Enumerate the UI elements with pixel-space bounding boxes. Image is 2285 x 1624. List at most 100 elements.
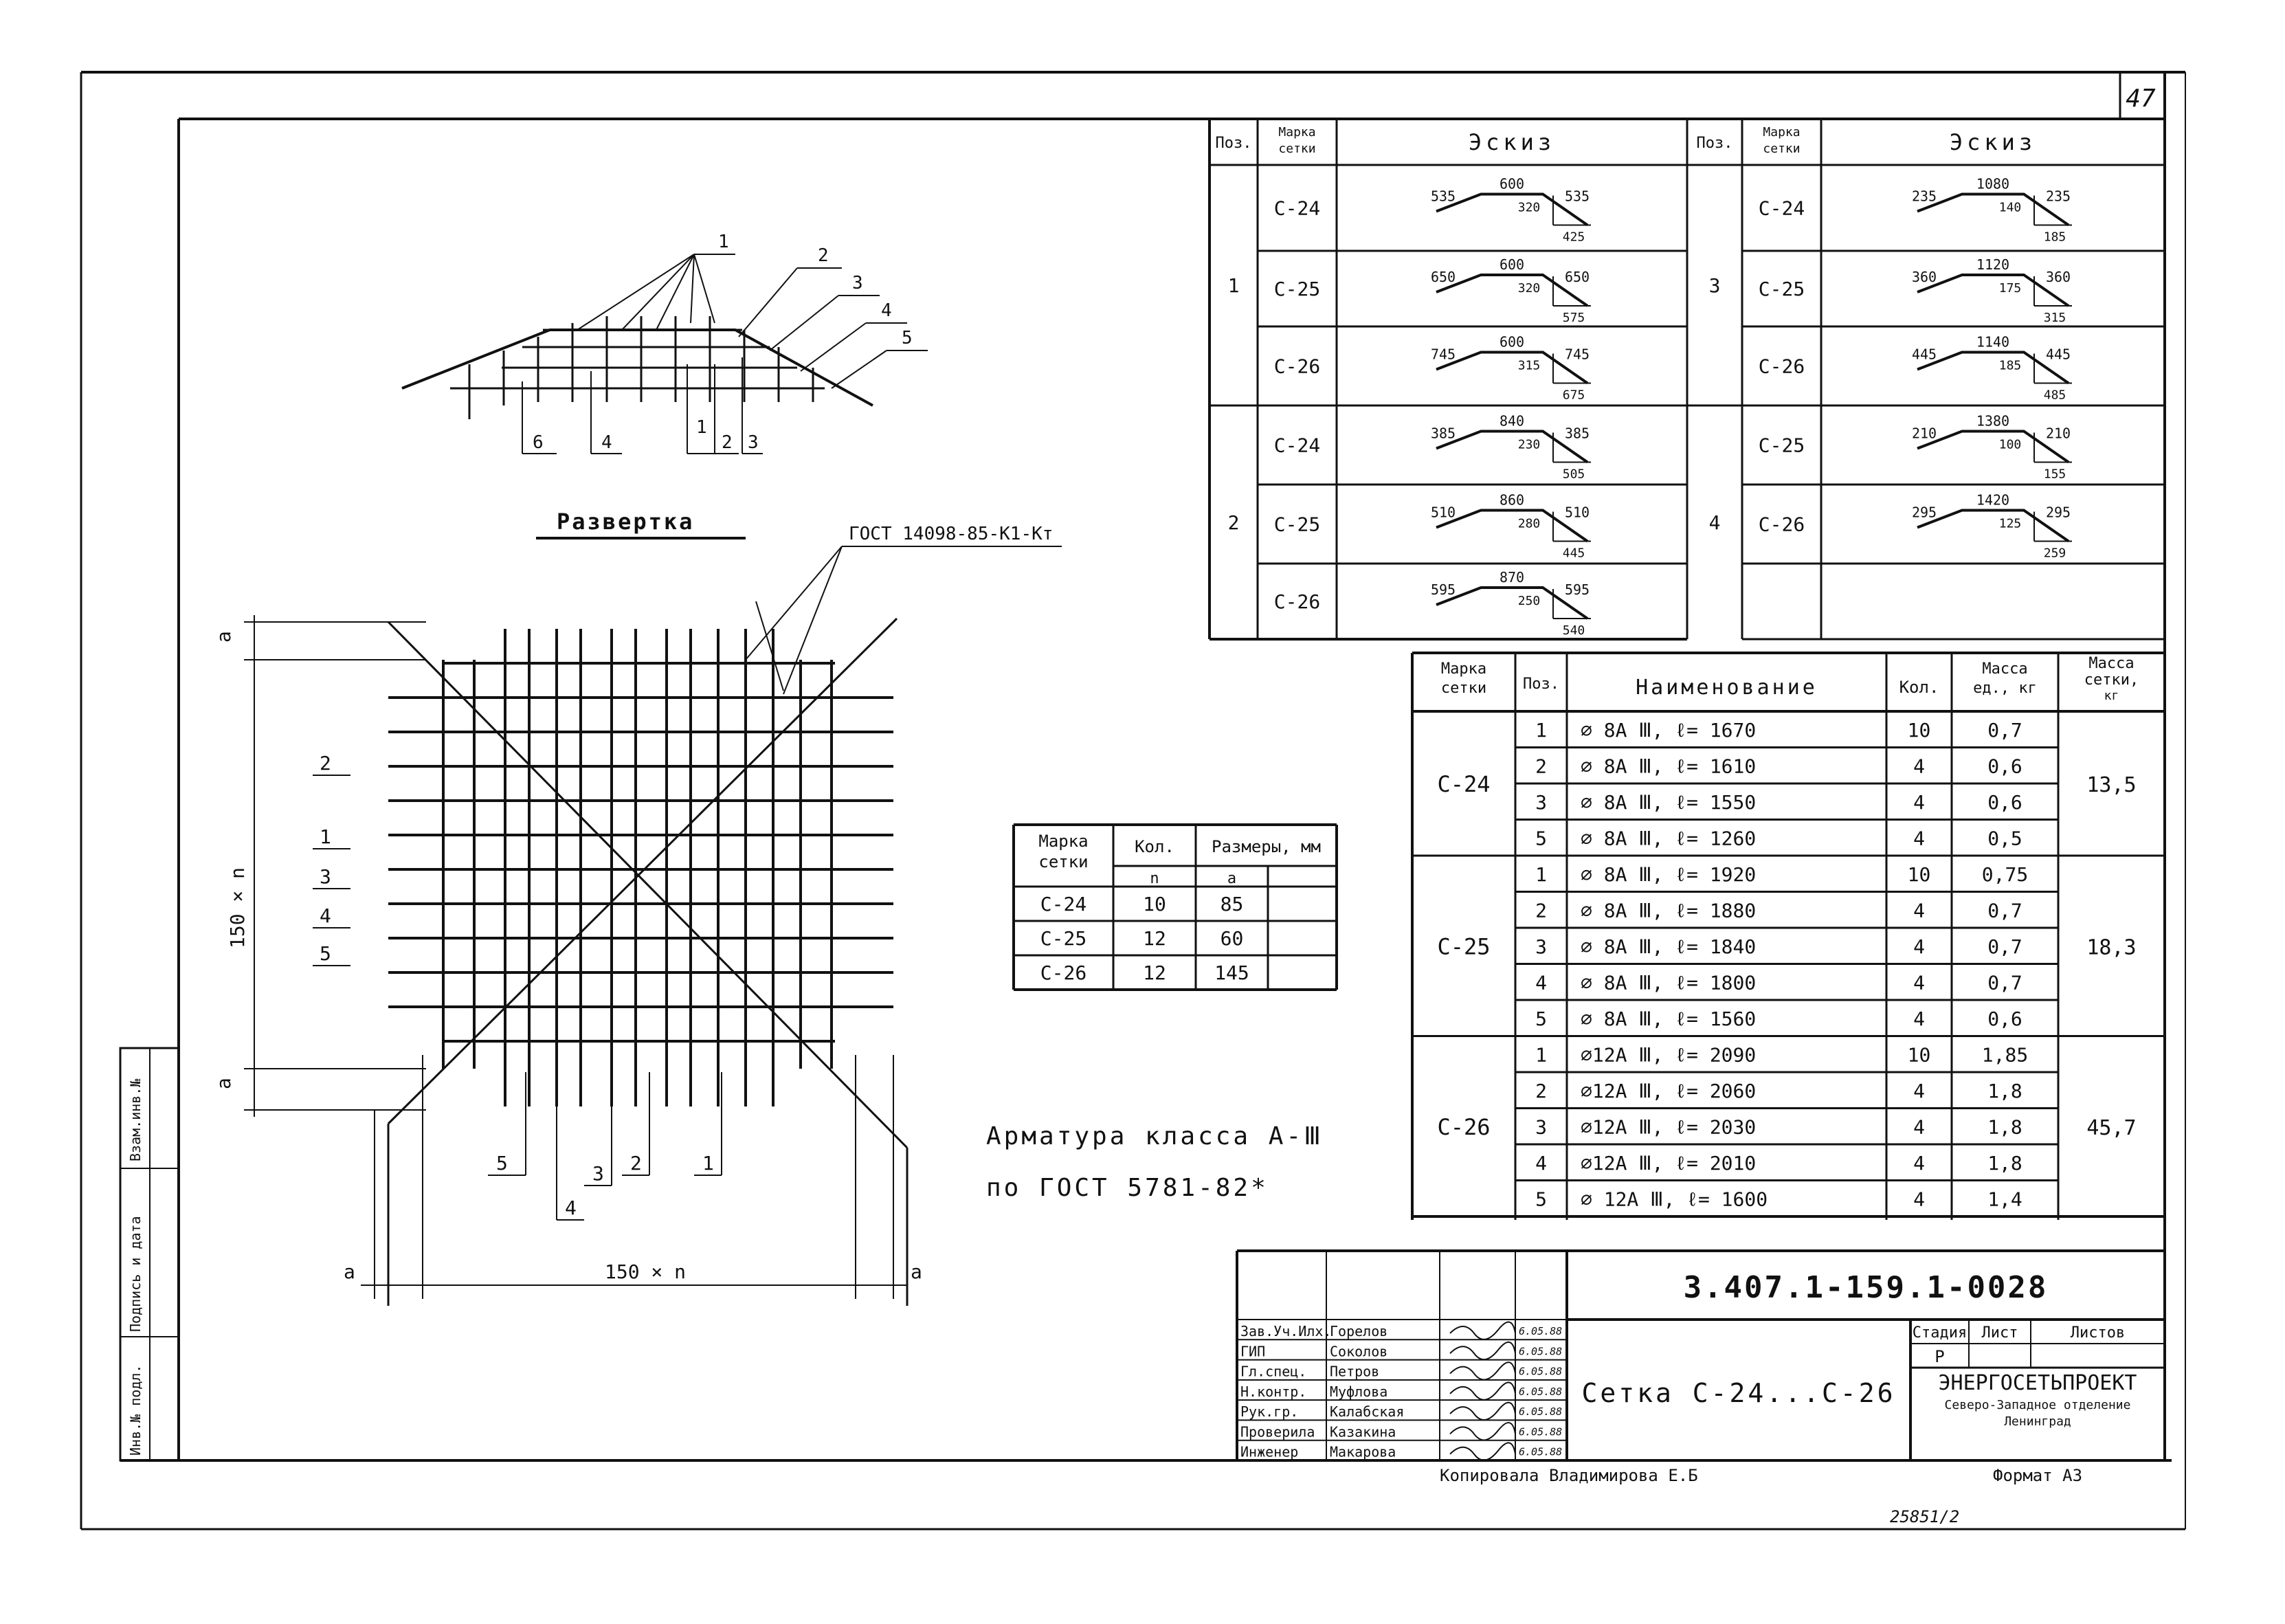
title-stage-header: Стадия [1913, 1324, 1967, 1342]
spec-header-unit-mass: Масса [1982, 660, 2027, 678]
spec-name: ⌀12А Ⅲ, ℓ= 2010 [1581, 1152, 1756, 1175]
sketch-dim-text: 235 [1912, 188, 1937, 205]
size-mark: С-25 [1040, 927, 1086, 950]
sketch-dim-text: 320 [1518, 281, 1541, 296]
spec-name: ⌀12А Ⅲ, ℓ= 2030 [1581, 1116, 1756, 1139]
title-date: 6.05.88 [1519, 1425, 1562, 1438]
spec-unit-mass: 0,6 [1987, 791, 2022, 814]
stamp-inv-label: Инв.№ подл. [127, 1365, 144, 1456]
sketch-bar-shape [1436, 586, 1589, 620]
spec-pos: 4 [1535, 972, 1547, 994]
spec-qty: 4 [1913, 791, 1925, 814]
spec-qty: 4 [1913, 972, 1925, 994]
spec-qty: 4 [1913, 900, 1925, 922]
spec-qty: 4 [1913, 827, 1925, 850]
title-date: 6.05.88 [1519, 1366, 1562, 1378]
dev-callout-5b: 5 [496, 1152, 508, 1175]
spec-unit-mass: 1,8 [1987, 1080, 2022, 1102]
sketch-dim-text: 259 [2044, 546, 2066, 561]
dev-callout-4b: 4 [565, 1197, 577, 1219]
title-role: Инженер [1240, 1444, 1298, 1460]
spec-qty: 4 [1913, 935, 1925, 958]
spec-pos: 2 [1535, 755, 1547, 778]
sketch-dim-text: 175 [1999, 281, 2022, 296]
sketch-mark: С-24 [1274, 434, 1320, 457]
sketch-dim-text: 100 [1999, 438, 2022, 452]
mesh-diagonal [387, 621, 909, 1149]
header-pos: Поз. [1697, 135, 1733, 152]
spec-name: ⌀ 8А Ⅲ, ℓ= 1260 [1581, 827, 1756, 850]
spec-mark: С-24 [1437, 771, 1490, 797]
title-name: Горелов [1330, 1323, 1387, 1339]
section-callout-3b: 3 [748, 432, 759, 453]
spec-name: ⌀ 8А Ⅲ, ℓ= 1610 [1581, 755, 1756, 778]
dev-callout-4: 4 [320, 904, 331, 927]
mesh-development [387, 601, 909, 1306]
sketch-dim-text: 235 [2046, 188, 2071, 205]
sketch-bar-shape [1436, 509, 1589, 543]
spec-name: ⌀ 8А Ⅲ, ℓ= 1800 [1581, 972, 1756, 994]
sketch-bar-shape [1436, 192, 1589, 227]
size-header-qty: Кол. [1135, 837, 1174, 856]
sketch-dim-text: 600 [1500, 176, 1524, 192]
sketch-dim-text: 185 [1999, 359, 2022, 373]
dim-a-bottom: a [212, 1078, 235, 1089]
spec-unit-mass: 1,8 [1987, 1116, 2022, 1139]
spec-pos: 1 [1535, 719, 1547, 742]
spec-qty: 10 [1908, 863, 1931, 886]
header-mark: сетки [1763, 142, 1800, 156]
size-header-mark: сетки [1038, 852, 1088, 871]
spec-name: ⌀ 8А Ⅲ, ℓ= 1840 [1581, 935, 1756, 958]
size-a: 145 [1214, 961, 1249, 984]
sketch-dim-text: 595 [1565, 581, 1590, 598]
page-number: 47 [2126, 85, 2156, 113]
sketch-mark: С-25 [1274, 278, 1320, 300]
dev-callout-1b: 1 [702, 1152, 714, 1175]
sketch-dim-text: 250 [1518, 594, 1541, 608]
spec-header-mark: Марка [1441, 660, 1486, 678]
section-callout-2b: 2 [722, 432, 733, 453]
size-header-dims: Размеры, мм [1212, 837, 1321, 856]
mesh-diagonal [387, 617, 898, 1125]
title-role: Рук.гр. [1240, 1403, 1298, 1420]
spec-qty: 10 [1908, 719, 1931, 742]
spec-pos: 3 [1535, 935, 1547, 958]
sketch-dim-text: 600 [1500, 334, 1524, 351]
title-code: 3.407.1-159.1-0028 [1684, 1270, 2049, 1305]
sketch-dim-text: 600 [1500, 256, 1524, 273]
header-mark: Марка [1763, 125, 1800, 140]
sketch-dim-text: 320 [1518, 201, 1541, 215]
spec-pos: 5 [1535, 1188, 1547, 1211]
section-callout-4: 4 [881, 300, 892, 321]
section-callout-6: 6 [533, 432, 544, 453]
signature-scribble [1449, 1442, 1516, 1461]
title-org-city: Ленинград [2004, 1414, 2071, 1429]
sketch-dim-text: 445 [2046, 346, 2071, 363]
sketch-pos: 4 [1709, 511, 1721, 534]
spec-name: ⌀ 8А Ⅲ, ℓ= 1880 [1581, 900, 1756, 922]
spec-unit-mass: 0,7 [1987, 972, 2022, 994]
section-callout-5: 5 [902, 328, 913, 348]
size-sub-a: a [1227, 870, 1236, 887]
dev-callout-5: 5 [320, 942, 331, 965]
title-role: Н.контр. [1240, 1383, 1306, 1400]
spec-qty: 4 [1913, 1188, 1925, 1211]
title-name: Калабская [1330, 1403, 1404, 1420]
spec-unit-mass: 0,7 [1987, 900, 2022, 922]
sketch-bar-shape [1917, 430, 2070, 464]
sketch-dim-text: 185 [2044, 230, 2066, 245]
sketch-bar-shape [1436, 274, 1589, 307]
spec-pos: 2 [1535, 900, 1547, 922]
sketch-bar-shape [1917, 509, 2070, 543]
spec-mark: С-26 [1437, 1114, 1490, 1140]
sketch-pos: 1 [1228, 274, 1240, 297]
signature-scribble [1449, 1401, 1516, 1421]
sketch-dim-text: 315 [1518, 359, 1541, 373]
spec-unit-mass: 0,5 [1987, 827, 2022, 850]
spec-pos: 5 [1535, 1008, 1547, 1030]
title-name: Соколов [1330, 1343, 1387, 1359]
spec-qty: 4 [1913, 1152, 1925, 1175]
sketch-dim-text: 140 [1999, 201, 2022, 215]
sketch-dim-text: 650 [1565, 269, 1590, 285]
side-stamp: Инв.№ подл. Подпись и дата Взам.инв.№ [119, 1047, 180, 1462]
